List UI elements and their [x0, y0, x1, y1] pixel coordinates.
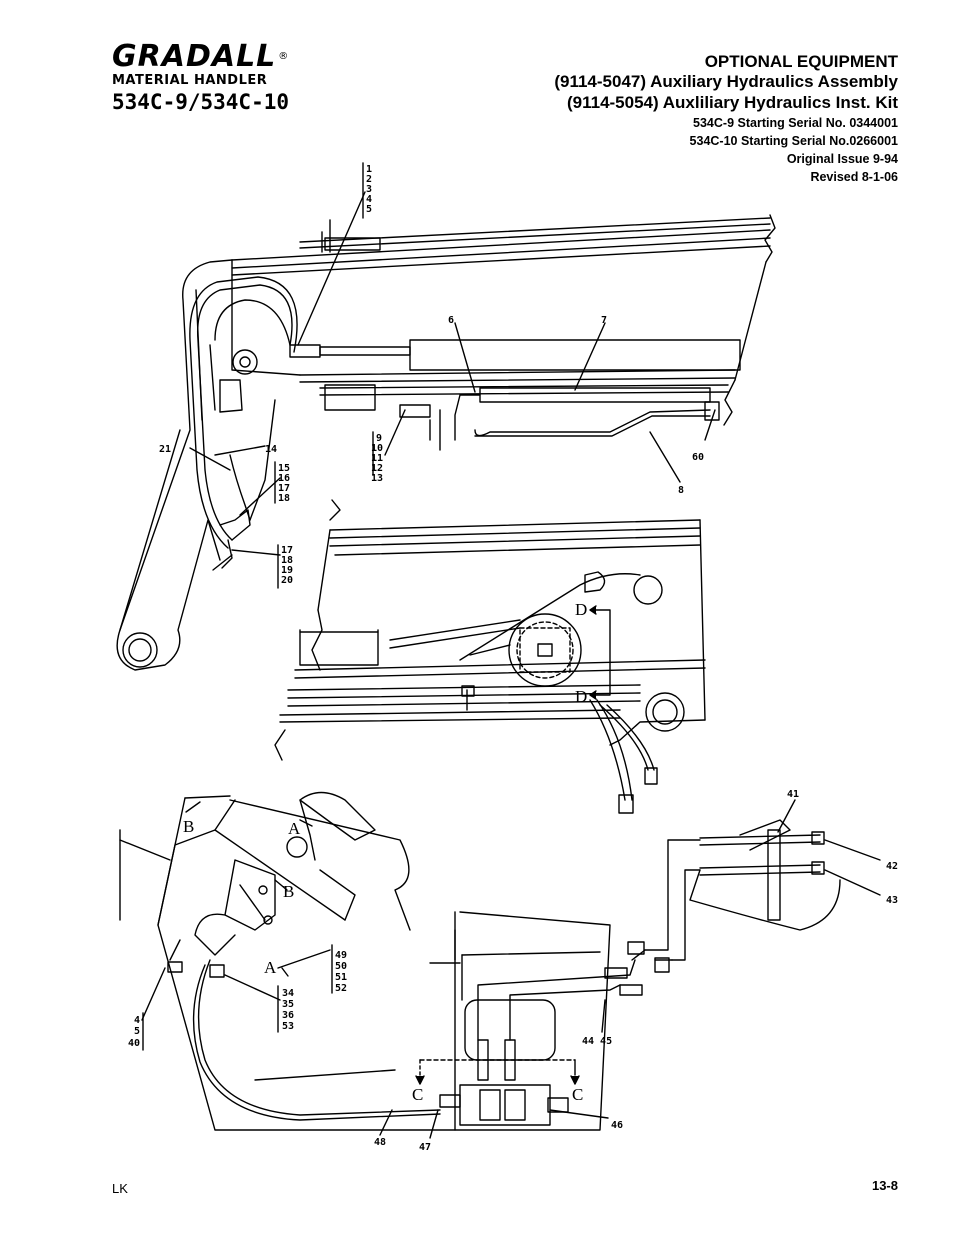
- callout-36: 36: [282, 1010, 294, 1021]
- callout-15: 15: [278, 463, 290, 474]
- callout-11: 11: [371, 453, 383, 464]
- section-letter-c-left: C: [412, 1085, 423, 1104]
- callout-5b: 5: [134, 1026, 140, 1037]
- logo-brand: GRADALL®: [112, 39, 290, 74]
- callout-5: 5: [366, 204, 372, 215]
- callout-18b: 18: [281, 555, 293, 566]
- section-letter-a-top: A: [288, 819, 301, 838]
- callout-13: 13: [371, 473, 383, 484]
- callout-52: 52: [335, 983, 347, 994]
- callout-7: 7: [601, 315, 607, 326]
- callout-20: 20: [281, 575, 293, 586]
- callout-50: 50: [335, 961, 347, 972]
- section-letter-d-bottom: D: [575, 687, 587, 706]
- section-letter-d-top: D: [575, 600, 587, 619]
- original-issue: Original Issue 9-94: [786, 152, 898, 166]
- kit-title: (9114-5054) Auxliliary Hydraulics Inst. …: [566, 93, 898, 112]
- callout-48: 48: [374, 1137, 386, 1148]
- logo-model: 534C-9/534C-10: [112, 90, 290, 114]
- callout-17b: 17: [281, 545, 293, 556]
- callout-6: 6: [448, 315, 454, 326]
- revised-date: Revised 8-1-06: [810, 170, 898, 184]
- serial-534c9: 534C-9 Starting Serial No. 0344001: [693, 116, 898, 130]
- callout-4: 4: [366, 194, 372, 205]
- callout-53: 53: [282, 1021, 294, 1032]
- boom-head-drawing: [116, 214, 776, 671]
- callout-42: 42: [886, 861, 898, 872]
- callout-60: 60: [692, 452, 704, 463]
- callout-2: 2: [366, 174, 372, 185]
- section-letter-c-right: C: [572, 1085, 583, 1104]
- callout-4b: 4: [134, 1015, 140, 1026]
- callout-14: 14: [265, 444, 277, 455]
- section-letter-b-center: B: [283, 882, 294, 901]
- title-block: OPTIONAL EQUIPMENT (9114-5047) Auxiliary…: [554, 52, 898, 186]
- callout-16: 16: [278, 473, 290, 484]
- callout-8: 8: [678, 485, 684, 496]
- callout-1: 1: [366, 164, 372, 175]
- callout-17a: 17: [278, 483, 290, 494]
- callout-3: 3: [366, 184, 372, 195]
- callout-35: 35: [282, 999, 294, 1010]
- serial-534c10: 534C-10 Starting Serial No.0266001: [689, 134, 898, 148]
- callout-49: 49: [335, 950, 347, 961]
- boom-base-drawing: [274, 499, 706, 814]
- callout-43: 43: [886, 895, 898, 906]
- page-number: 13-8: [871, 1178, 898, 1193]
- callout-9: 9: [376, 433, 382, 444]
- callout-44-45: 44 45: [582, 1036, 612, 1047]
- section-letter-a-bottom: A: [264, 958, 277, 977]
- footer-initials: LK: [112, 1181, 128, 1196]
- section-letter-b-left: B: [183, 817, 194, 836]
- callout-21: 21: [159, 444, 171, 455]
- callout-40: 40: [128, 1038, 140, 1049]
- callout-labels: 1 2 3 4 5 6 7 9 10 11 12 13 14 21 15 16 …: [128, 164, 898, 1153]
- callout-41: 41: [787, 789, 799, 800]
- callout-12: 12: [371, 463, 383, 474]
- callout-34: 34: [282, 988, 294, 999]
- callout-10: 10: [371, 443, 383, 454]
- chassis-valve-drawing: [119, 791, 841, 1131]
- gradall-logo: GRADALL® MATERIAL HANDLER 534C-9/534C-10: [112, 39, 312, 115]
- callout-46: 46: [611, 1120, 623, 1131]
- assembly-title: (9114-5047) Auxiliary Hydraulics Assembl…: [554, 72, 898, 91]
- callout-19: 19: [281, 565, 293, 576]
- callout-47: 47: [419, 1142, 431, 1153]
- callout-51: 51: [335, 972, 347, 983]
- logo-subtitle: MATERIAL HANDLER: [112, 73, 268, 88]
- section-letters: D D B A B A C C: [183, 600, 587, 1104]
- callout-18a: 18: [278, 493, 290, 504]
- page-title: OPTIONAL EQUIPMENT: [704, 52, 898, 71]
